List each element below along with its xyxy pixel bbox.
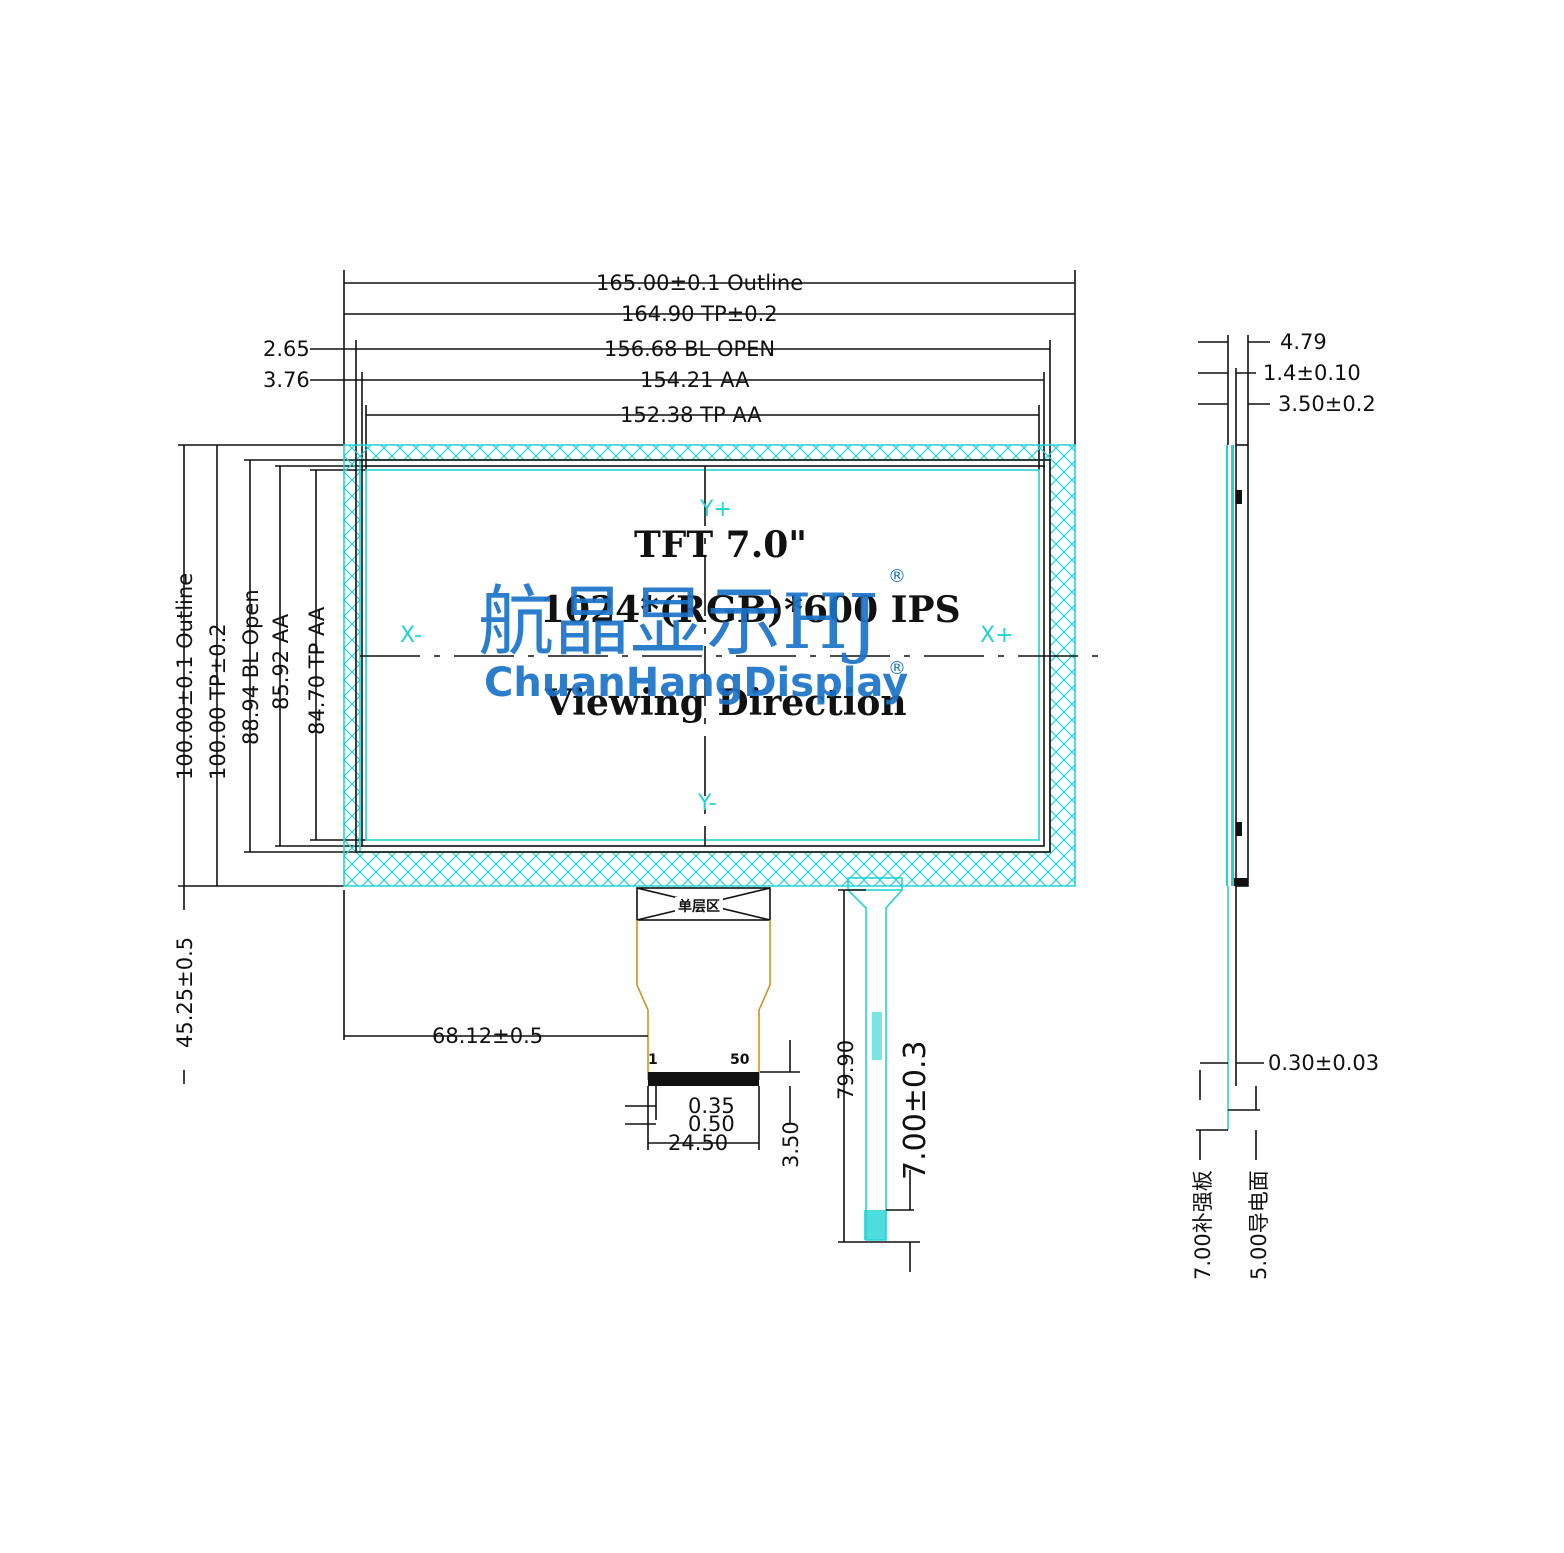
aa-height-label: 85.92 AA [269, 613, 293, 710]
conductive-label: 5.00导电面 [1247, 1170, 1271, 1280]
side-view: 4.79 1.4±0.10 3.50±0.2 0.30±0.03 7.00补强板… [1191, 330, 1379, 1280]
y-plus-label: Y+ [699, 497, 732, 522]
single-layer-label: 单层区 [678, 898, 720, 915]
outline-width-label: 165.00±0.1 Outline [596, 271, 803, 295]
bl-open-width-label: 156.68 BL OPEN [604, 337, 775, 361]
tp-fpc-tail-label: 7.00±0.3 [898, 1040, 933, 1180]
left-offset-265: 2.65 [263, 337, 310, 361]
resolution-label: 1024*(RGB)*600 IPS [540, 589, 961, 631]
fpc-offset-label: 68.12±0.5 [432, 1024, 543, 1048]
pin-1-label: 1 [648, 1052, 658, 1068]
stiffener-label: 7.00补强板 [1191, 1170, 1215, 1280]
left-offset-376: 3.76 [263, 368, 310, 392]
panel-labels: TFT 7.0" 1024*(RGB)*600 IPS Viewing Dire… [540, 524, 961, 724]
fpc-width-label: 24.50 [668, 1131, 728, 1155]
fpc-contact-pads [648, 1072, 759, 1086]
x-plus-label: X+ [980, 623, 1014, 648]
aa-width-label: 154.21 AA [640, 368, 750, 392]
watermark-english: ChuanHangDisplay [484, 660, 908, 706]
side-14-label: 1.4±0.10 [1263, 361, 1361, 385]
y-minus-label: Y- [697, 791, 717, 816]
axes: Y+ Y- X- X+ [360, 466, 1100, 846]
side-479-label: 4.79 [1280, 330, 1327, 354]
tft-size-label: TFT 7.0" [634, 524, 807, 566]
x-minus-label: X- [400, 623, 422, 648]
pin-pitch-050: 0.50 [688, 1112, 735, 1136]
tp-fpc-length-label: 79.90 [834, 1040, 858, 1100]
pin-50-label: 50 [730, 1052, 750, 1068]
main-fpc: 单层区 1 50 68.12±0.5 3.50 0.35 0.50 24.50 [343, 887, 803, 1168]
registered-mark-top: ® [888, 566, 906, 587]
outline-height-label: 100.00±0.1 Outline [173, 573, 197, 780]
left-dimensions: 100.00±0.1 Outline 100.00 TP±0.2 88.94 B… [173, 444, 366, 1084]
side-030-label: 0.30±0.03 [1268, 1051, 1379, 1075]
fpc-tail-label: 3.50 [779, 1121, 803, 1168]
tp-aa-width-label: 152.38 TP AA [620, 403, 762, 427]
tp-width-label: 164.90 TP±0.2 [621, 302, 778, 326]
tp-fpc: 79.90 7.00±0.3 [834, 877, 933, 1272]
watermark: 航晶显示HJ ChuanHangDisplay ® ® [478, 566, 908, 706]
pin-pitch-035: 0.35 [688, 1094, 735, 1118]
side-350-label: 3.50±0.2 [1278, 392, 1376, 416]
tp-height-label: 100.00 TP±0.2 [206, 623, 230, 780]
viewing-direction-label: Viewing Direction [544, 682, 907, 724]
top-dimensions: 165.00±0.1 Outline 164.90 TP±0.2 156.68 … [263, 270, 1076, 470]
fpc-length-label: 45.25±0.5 [173, 937, 197, 1048]
tp-aa-height-label: 84.70 TP AA [305, 606, 329, 735]
bl-open-height-label: 88.94 BL Open [239, 589, 263, 745]
registered-mark-bottom: ® [888, 658, 906, 679]
watermark-chinese: 航晶显示HJ [478, 577, 879, 666]
